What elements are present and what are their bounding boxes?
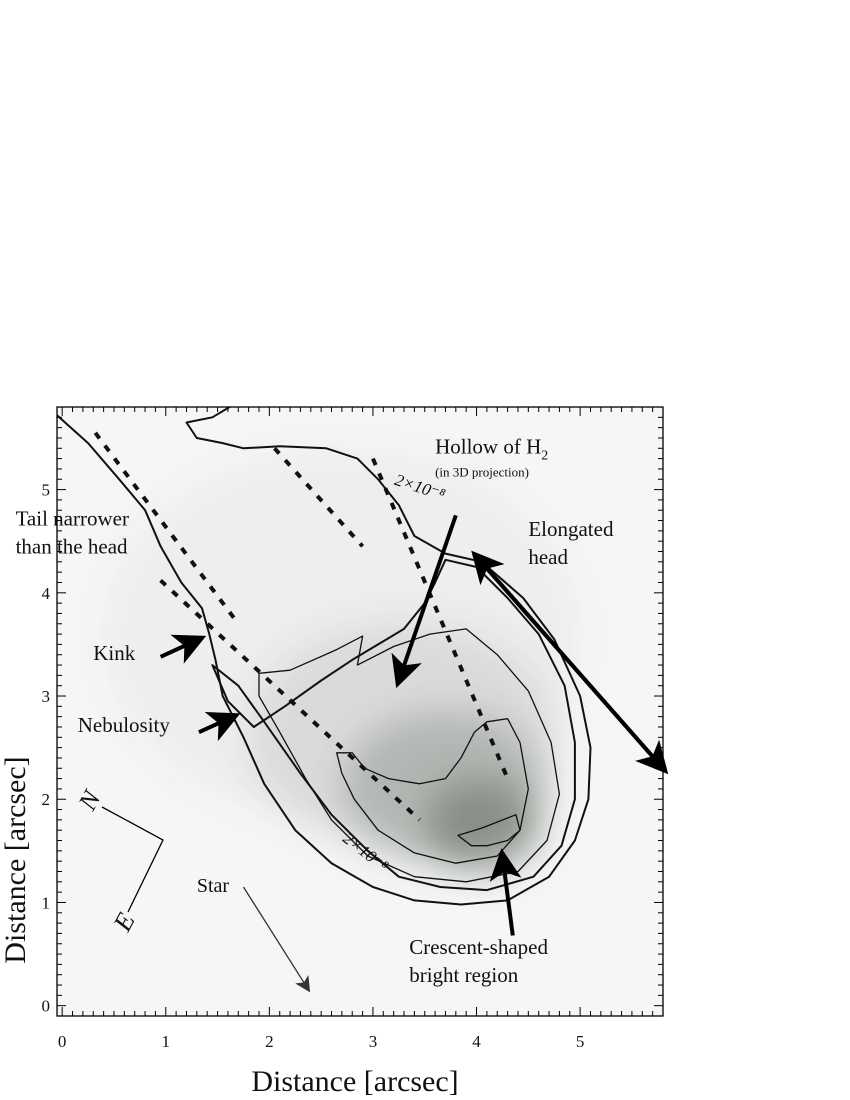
- y-tick-label: 2: [42, 790, 51, 809]
- x-tick-label: 2: [265, 1032, 274, 1051]
- hollow-arrow: [391, 514, 458, 689]
- x-tick-label: 5: [576, 1032, 585, 1051]
- dashed-line-3: [371, 457, 510, 780]
- tail-label-line-1: than the head: [16, 535, 128, 559]
- kink-label: Kink: [93, 641, 136, 665]
- elongated-label-line-1: head: [528, 545, 568, 569]
- contour-lines: [57, 407, 592, 906]
- y-tick-label: 1: [42, 893, 51, 912]
- x-tick-label: 4: [472, 1032, 481, 1051]
- tick-labels: 0 1 2 3 4 5 0 1 2 3 4 5: [42, 481, 585, 1051]
- star-label: Star: [197, 875, 230, 897]
- y-tick-label: 3: [42, 687, 51, 706]
- y-tick-label: 5: [42, 481, 51, 500]
- contour-mid: [258, 628, 561, 883]
- x-axis-label: Distance [arcsec]: [251, 1065, 458, 1098]
- y-tick-label: 0: [42, 997, 51, 1016]
- elongated-label-line-0: Elongated: [528, 517, 614, 541]
- tail-label-line-0: Tail narrower: [16, 507, 129, 531]
- axis-ticks: [57, 406, 664, 1016]
- compass-lines: [101, 806, 164, 913]
- crescent-arrow: [489, 848, 522, 936]
- intensity-blob-3: [103, 448, 581, 820]
- x-tick-label: 1: [162, 1032, 171, 1051]
- contour-outer: [57, 407, 592, 906]
- crescent-label-line-0: Crescent-shaped: [409, 935, 548, 959]
- plot-frame: [56, 406, 664, 1017]
- y-axis-label: Distance [arcsec]: [0, 756, 32, 963]
- x-tick-label: 3: [369, 1032, 378, 1051]
- x-tick-label: 0: [58, 1032, 67, 1051]
- dashed-line-2: [273, 446, 365, 548]
- contour-peak: [457, 814, 521, 847]
- crescent-label-line-1: bright region: [409, 963, 519, 987]
- dashed-line-0: [93, 431, 240, 625]
- kink-arrow: [159, 634, 207, 664]
- contour-inner: [336, 718, 529, 864]
- hollow-note: (in 3D projection): [435, 464, 529, 479]
- hollow-subscript: 2: [541, 448, 548, 463]
- elongated-head-arrow-back: [471, 550, 665, 770]
- nebulosity-label: Nebulosity: [78, 713, 171, 737]
- dashed-line-1: [159, 578, 421, 822]
- contour-2e-8: [211, 558, 576, 892]
- annotation-arrows: [159, 514, 669, 993]
- dashed-guides: [93, 431, 510, 822]
- y-tick-label: 4: [42, 584, 51, 603]
- star-arrow: [242, 886, 311, 993]
- nebulosity-arrow: [198, 711, 241, 742]
